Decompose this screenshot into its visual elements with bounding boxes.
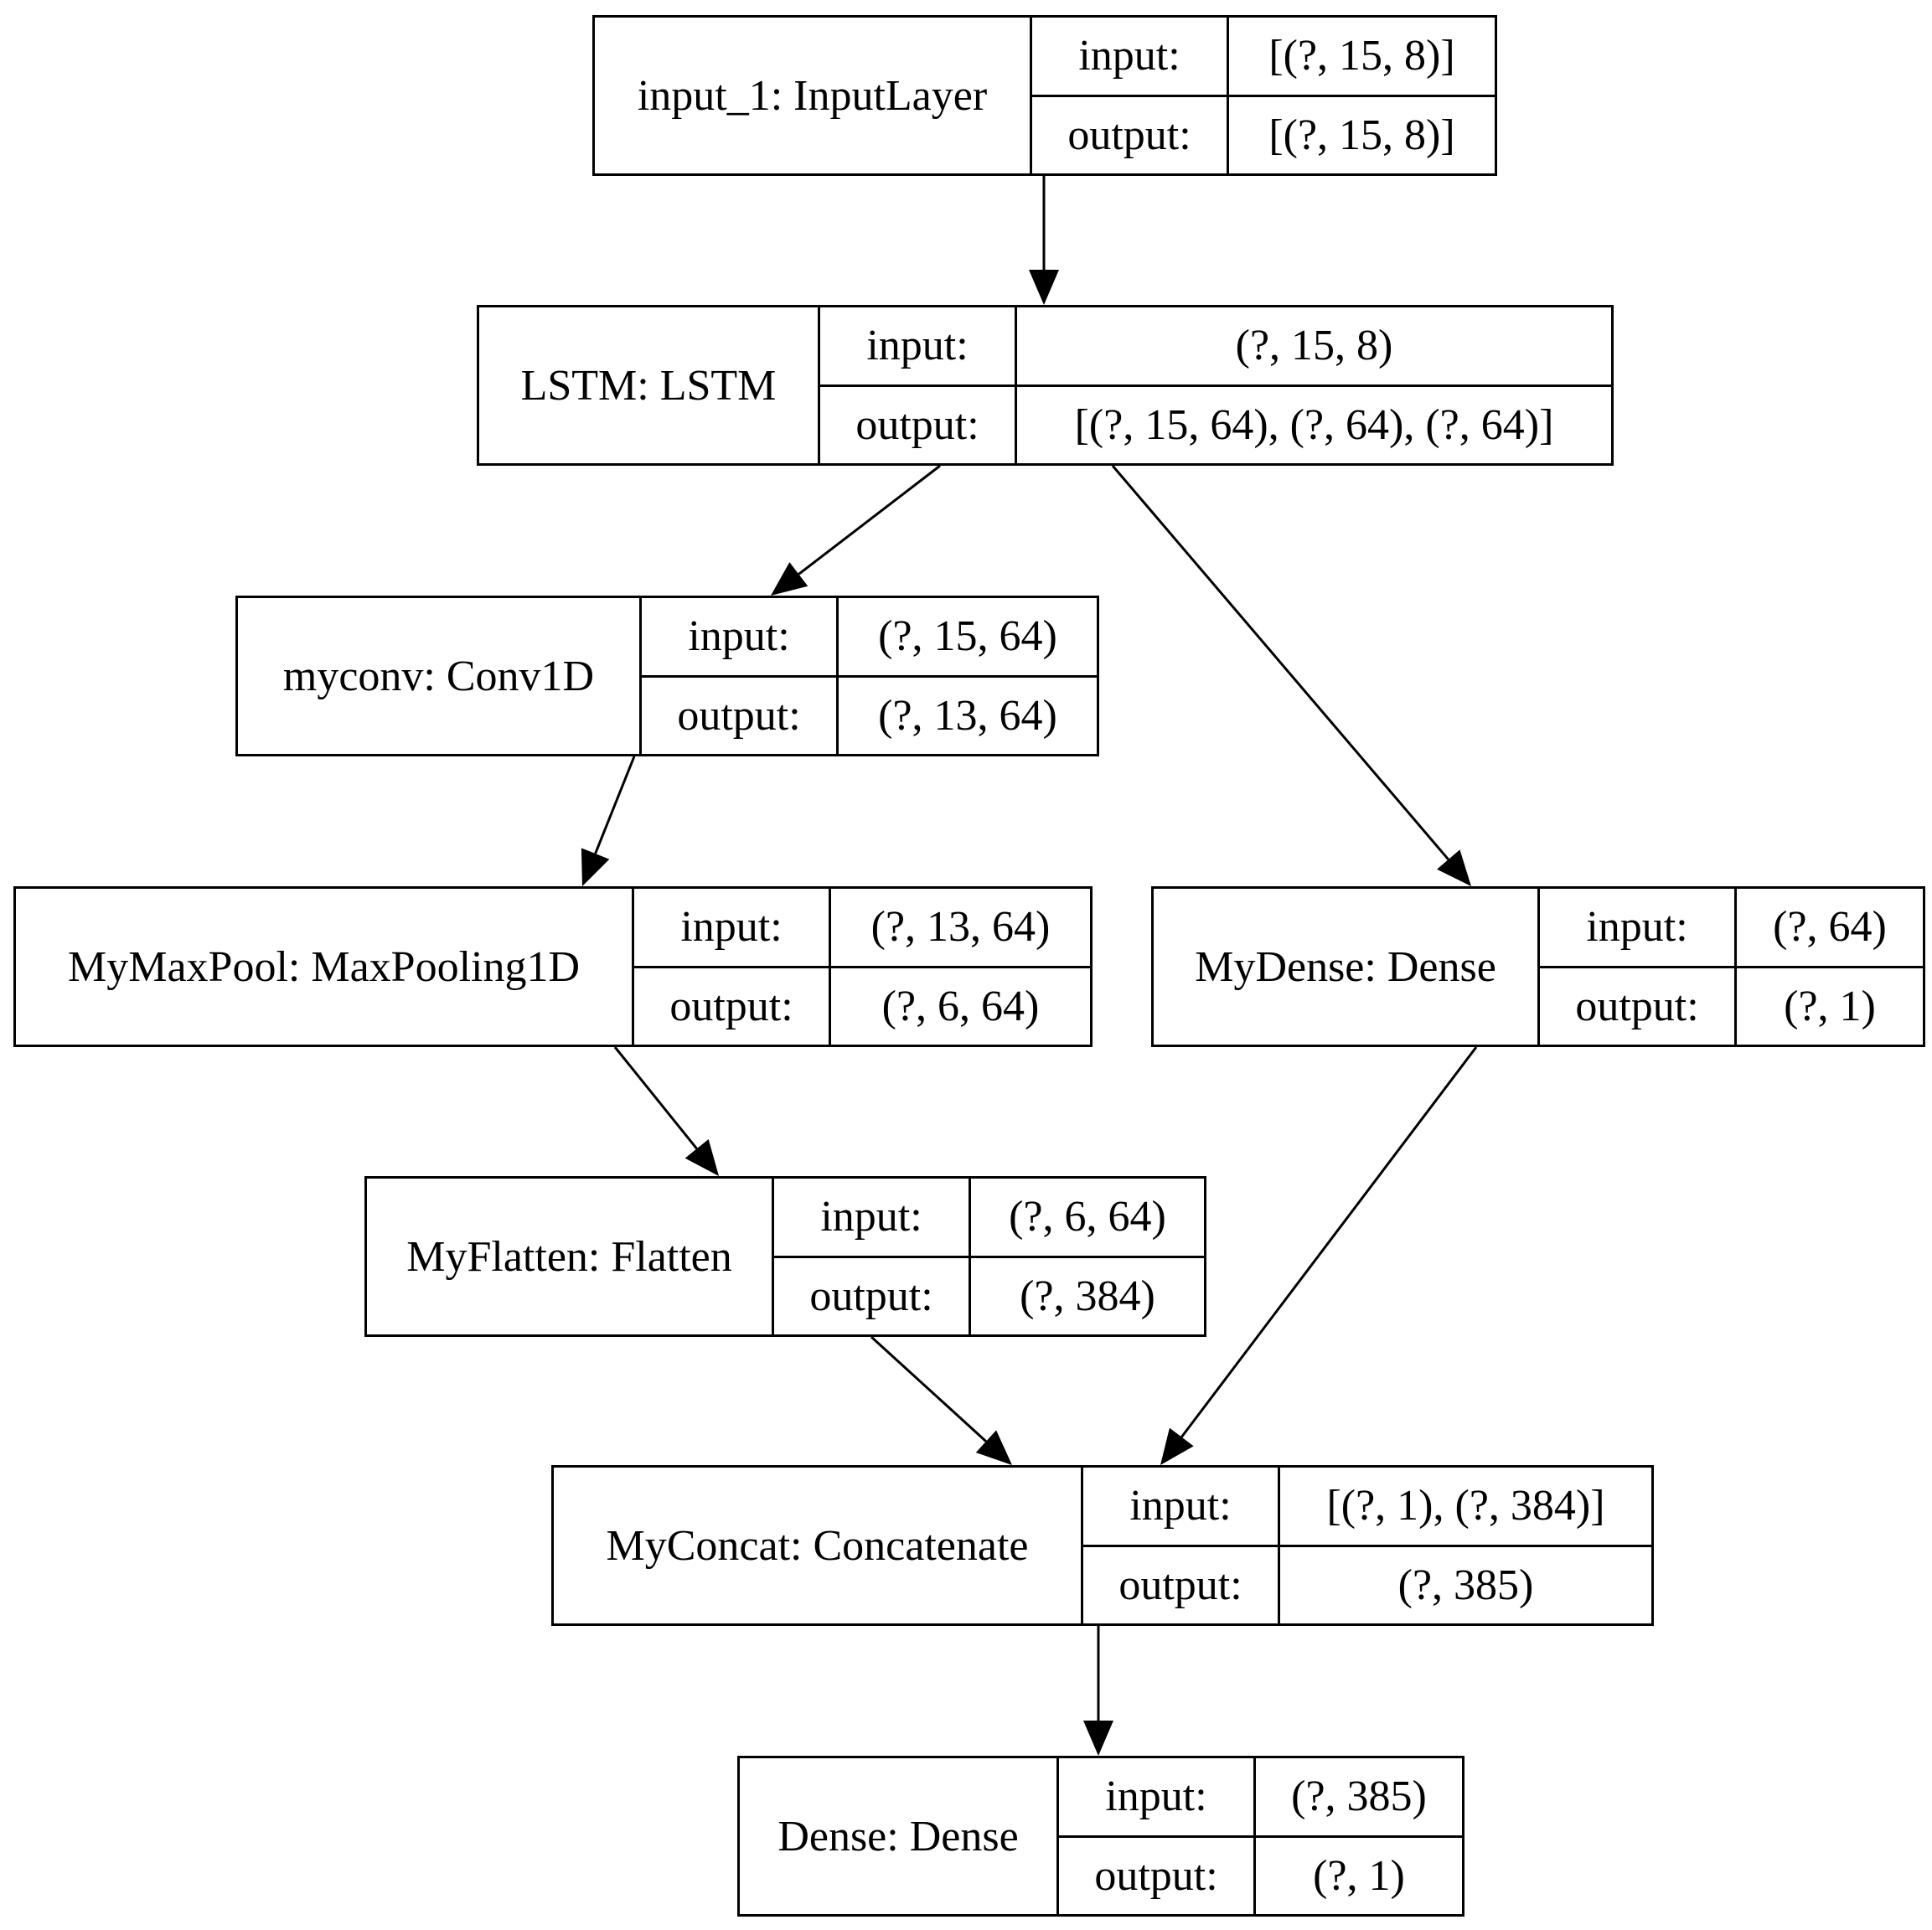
input-row: input: [(?, 1), (?, 384)] <box>1083 1468 1651 1545</box>
output-shape-value: (?, 1) <box>1784 982 1876 1030</box>
edge-myconcat-to-dense <box>1083 1626 1113 1756</box>
edge-line <box>594 756 636 854</box>
layer-io-table: input: [(?, 15, 8)] output: [(?, 15, 8)] <box>1032 18 1495 173</box>
output-row: output: [(?, 15, 64), (?, 64), (?, 64)] <box>820 384 1611 463</box>
input-label: input: <box>1032 18 1229 95</box>
edge-lstm-to-mydense <box>1111 465 1471 886</box>
output-label: output: <box>1032 96 1229 173</box>
output-label: output: <box>1083 1546 1280 1623</box>
layer-io-table: input: (?, 13, 64) output: (?, 6, 64) <box>634 889 1090 1045</box>
output-label: output: <box>820 386 1017 463</box>
output-shape-value: (?, 1) <box>1313 1851 1405 1900</box>
edge-line <box>1180 1046 1478 1438</box>
edge-line <box>1111 465 1449 861</box>
output-shape-value: (?, 6, 64) <box>881 982 1040 1030</box>
edge-line <box>870 1335 987 1442</box>
input-label: input: <box>1083 1468 1280 1545</box>
output-row: output: (?, 1) <box>1540 965 1923 1045</box>
arrowhead-icon <box>581 848 610 886</box>
input-row: input: (?, 13, 64) <box>634 889 1090 966</box>
input-shape-value: (?, 6, 64) <box>1009 1193 1166 1241</box>
arrowhead-icon <box>684 1138 719 1176</box>
input-shape-value: (?, 385) <box>1291 1773 1427 1821</box>
output-row: output: [(?, 15, 8)] <box>1032 94 1495 173</box>
output-shape-value: [(?, 15, 8)] <box>1268 111 1455 159</box>
edge-mydense-to-myconcat <box>1160 1046 1478 1465</box>
input-label: input: <box>634 889 831 966</box>
input-label: input: <box>1540 889 1737 966</box>
input-shape-value: [(?, 1), (?, 384)] <box>1326 1482 1605 1530</box>
layer-io-table: input: [(?, 1), (?, 384)] output: (?, 385) <box>1083 1468 1651 1623</box>
input-row: input: (?, 385) <box>1059 1758 1462 1835</box>
layer-name: Dense: Dense <box>740 1758 1059 1914</box>
output-row: output: (?, 384) <box>774 1255 1204 1334</box>
output-shape-value: [(?, 15, 64), (?, 64), (?, 64)] <box>1074 400 1554 449</box>
edge-mymaxpool-to-myflatten <box>613 1046 719 1176</box>
input-shape-value: [(?, 15, 8)] <box>1268 32 1455 80</box>
input-shape-value: (?, 64) <box>1773 903 1887 952</box>
input-row: input: (?, 15, 64) <box>642 598 1097 675</box>
layer-name: MyFlatten: Flatten <box>367 1179 774 1334</box>
layer-io-table: input: (?, 15, 64) output: (?, 13, 64) <box>642 598 1097 754</box>
layer-name: myconv: Conv1D <box>238 598 642 754</box>
layer-name: LSTM: LSTM <box>479 307 820 463</box>
edge-line <box>613 1046 698 1150</box>
output-shape-value: (?, 384) <box>1020 1272 1155 1320</box>
input-shape-value: (?, 13, 64) <box>870 903 1051 952</box>
input-label: input: <box>642 598 839 675</box>
input-row: input: [(?, 15, 8)] <box>1032 18 1495 95</box>
edge-myconv-to-mymaxpool <box>581 756 636 886</box>
edge-myflatten-to-myconcat <box>870 1335 1012 1465</box>
layer-io-table: input: (?, 64) output: (?, 1) <box>1540 889 1923 1045</box>
output-shape-value: (?, 385) <box>1397 1561 1534 1609</box>
output-label: output: <box>1059 1837 1256 1914</box>
arrowhead-icon <box>1083 1721 1113 1756</box>
layer-io-table: input: (?, 6, 64) output: (?, 384) <box>774 1179 1204 1334</box>
input-shape-value: (?, 15, 8) <box>1235 322 1393 370</box>
layer-name: MyConcat: Concatenate <box>554 1468 1083 1623</box>
output-label: output: <box>774 1257 971 1334</box>
input-shape-value: (?, 15, 64) <box>878 612 1057 661</box>
arrowhead-icon <box>975 1430 1012 1465</box>
input-label: input: <box>820 307 1017 384</box>
output-row: output: (?, 1) <box>1059 1835 1462 1914</box>
layer-name: input_1: InputLayer <box>595 18 1032 173</box>
layer-name: MyMaxPool: MaxPooling1D <box>16 889 634 1045</box>
output-label: output: <box>642 677 839 754</box>
arrowhead-icon <box>1437 849 1471 886</box>
edge-lstm-to-myconv <box>771 464 941 596</box>
output-label: output: <box>1540 968 1737 1045</box>
layer-io-table: input: (?, 385) output: (?, 1) <box>1059 1758 1462 1914</box>
arrowhead-icon <box>771 562 808 596</box>
layer-name: MyDense: Dense <box>1154 889 1540 1045</box>
edge-input_1-to-lstm <box>1029 176 1059 305</box>
edge-line <box>798 464 941 575</box>
output-shape-value: (?, 13, 64) <box>878 691 1057 740</box>
input-label: input: <box>1059 1758 1256 1835</box>
input-row: input: (?, 15, 8) <box>820 307 1611 384</box>
input-label: input: <box>774 1179 971 1256</box>
output-row: output: (?, 6, 64) <box>634 965 1090 1045</box>
arrowhead-icon <box>1160 1427 1194 1465</box>
output-row: output: (?, 13, 64) <box>642 674 1097 754</box>
output-label: output: <box>634 968 831 1045</box>
input-row: input: (?, 6, 64) <box>774 1179 1204 1256</box>
layer-io-table: input: (?, 15, 8) output: [(?, 15, 64), (?,… <box>820 307 1611 463</box>
output-row: output: (?, 385) <box>1083 1544 1651 1623</box>
input-row: input: (?, 64) <box>1540 889 1923 966</box>
arrowhead-icon <box>1029 270 1059 305</box>
